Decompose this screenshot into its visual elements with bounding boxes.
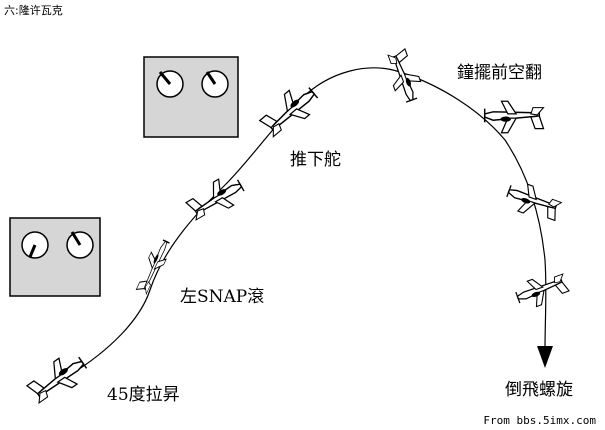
direction-arrow <box>537 346 553 368</box>
diagram-title: 六:隆许瓦克 <box>4 4 63 17</box>
airplane-snap-1 <box>133 237 174 297</box>
watermark: From bbs.5imx.com <box>480 413 599 428</box>
airplane-climb <box>23 347 92 409</box>
label-climb: 45度拉昇 <box>107 385 180 405</box>
label-stall-turn: 鐘擺前空翻 <box>457 63 542 83</box>
airplane-snap-2 <box>183 170 249 226</box>
transmitter-panel-top <box>143 56 239 138</box>
airplane-top <box>382 47 427 105</box>
transmitter-panel-left <box>9 217 101 297</box>
label-inverted-spin: 倒飛螺旋 <box>505 380 573 400</box>
flight-path <box>69 67 547 376</box>
label-snap-roll: 左SNAP滾 <box>180 287 265 307</box>
airplane-spin-2 <box>513 268 571 313</box>
label-push-rudder: 推下舵 <box>290 150 341 170</box>
airplane-spin-1 <box>502 178 564 225</box>
